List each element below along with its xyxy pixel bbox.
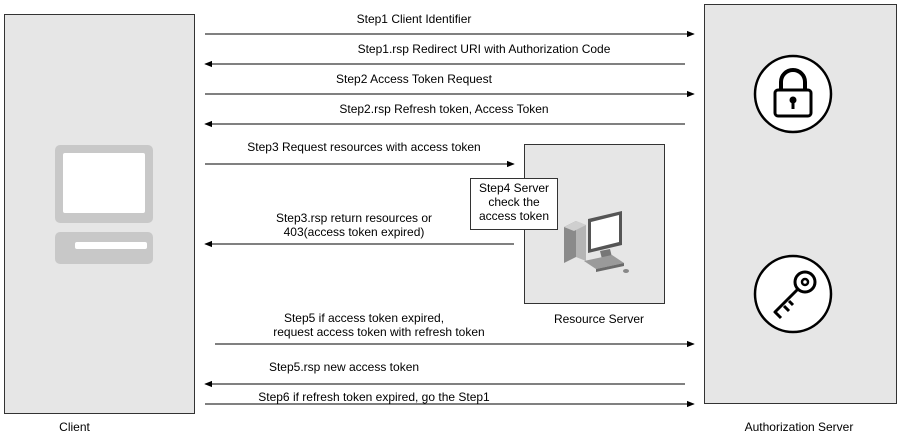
client-label: Client — [59, 420, 90, 434]
step2-label: Step2 Access Token Request — [336, 72, 492, 86]
step5-label-line-1: Step5 if access token expired, — [283, 311, 445, 325]
step2-rsp-label: Step2.rsp Refresh token, Access Token — [339, 102, 549, 116]
step4-note-line-3: access token — [478, 209, 550, 223]
client-box — [4, 14, 195, 414]
step3-rsp-label-line-1: Step3.rsp return resources or — [275, 211, 433, 225]
step4-note-line-1: Step4 Server — [478, 181, 550, 195]
computer-monitor-icon — [55, 145, 153, 264]
step4-note-line-2: check the — [488, 195, 540, 209]
step4-note: Step4 Server check the access token — [470, 178, 558, 230]
step1-label: Step1 Client Identifier — [356, 12, 472, 26]
step5-rsp-label: Step5.rsp new access token — [268, 360, 420, 374]
step6-label: Step6 if refresh token expired, go the S… — [258, 390, 490, 404]
step5-label-line-2: request access token with refresh token — [273, 325, 485, 339]
step3-label: Step3 Request resources with access toke… — [247, 140, 481, 154]
step1-rsp-label: Step1.rsp Redirect URI with Authorizatio… — [357, 42, 611, 56]
step3-rsp-label-line-2: 403(access token expired) — [283, 225, 425, 239]
authorization-server-box — [704, 4, 897, 404]
desktop-computer-icon — [564, 211, 629, 273]
authorization-server-label: Authorization Server — [744, 420, 854, 434]
lock-icon — [753, 54, 833, 134]
resource-server-label: Resource Server — [553, 312, 645, 326]
key-icon — [753, 254, 833, 334]
